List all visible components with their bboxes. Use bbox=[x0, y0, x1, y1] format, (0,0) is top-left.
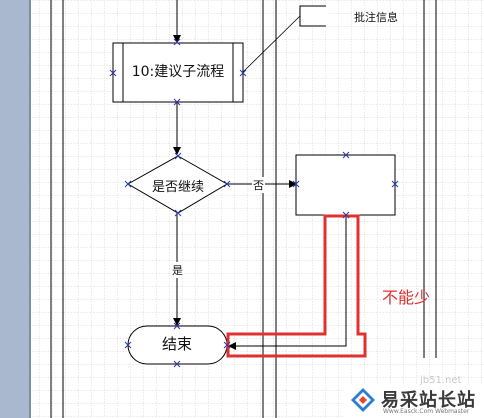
annotation-bracket[interactable] bbox=[299, 5, 326, 27]
no-branch-label: 否 bbox=[252, 177, 265, 193]
left-ruler-edge bbox=[29, 0, 31, 418]
subprocess-shape[interactable] bbox=[112, 42, 244, 103]
annotation-connector bbox=[242, 15, 301, 73]
callout-text: 不能少 bbox=[382, 288, 431, 307]
watermark-url: jb51.net bbox=[420, 375, 462, 386]
connection-points bbox=[109, 38, 399, 368]
subprocess-label: 10:建议子流程 bbox=[131, 64, 225, 80]
watermark-logo-icon bbox=[351, 388, 375, 412]
highlight-outline bbox=[226, 214, 367, 358]
right-process-shape[interactable] bbox=[295, 154, 396, 216]
grid-background bbox=[31, 0, 484, 418]
watermark-title: 易采站长站 bbox=[381, 390, 476, 411]
watermark-subtitle: Www.Easck.Com Webmaster bbox=[383, 408, 470, 415]
yes-branch-label: 是 bbox=[171, 262, 184, 278]
annotation-label: 批注信息 bbox=[354, 11, 398, 24]
left-ruler bbox=[0, 0, 30, 418]
return-connector bbox=[228, 215, 347, 350]
terminator-label: 结束 bbox=[161, 335, 192, 353]
decision-label: 是否继续 bbox=[151, 180, 204, 195]
